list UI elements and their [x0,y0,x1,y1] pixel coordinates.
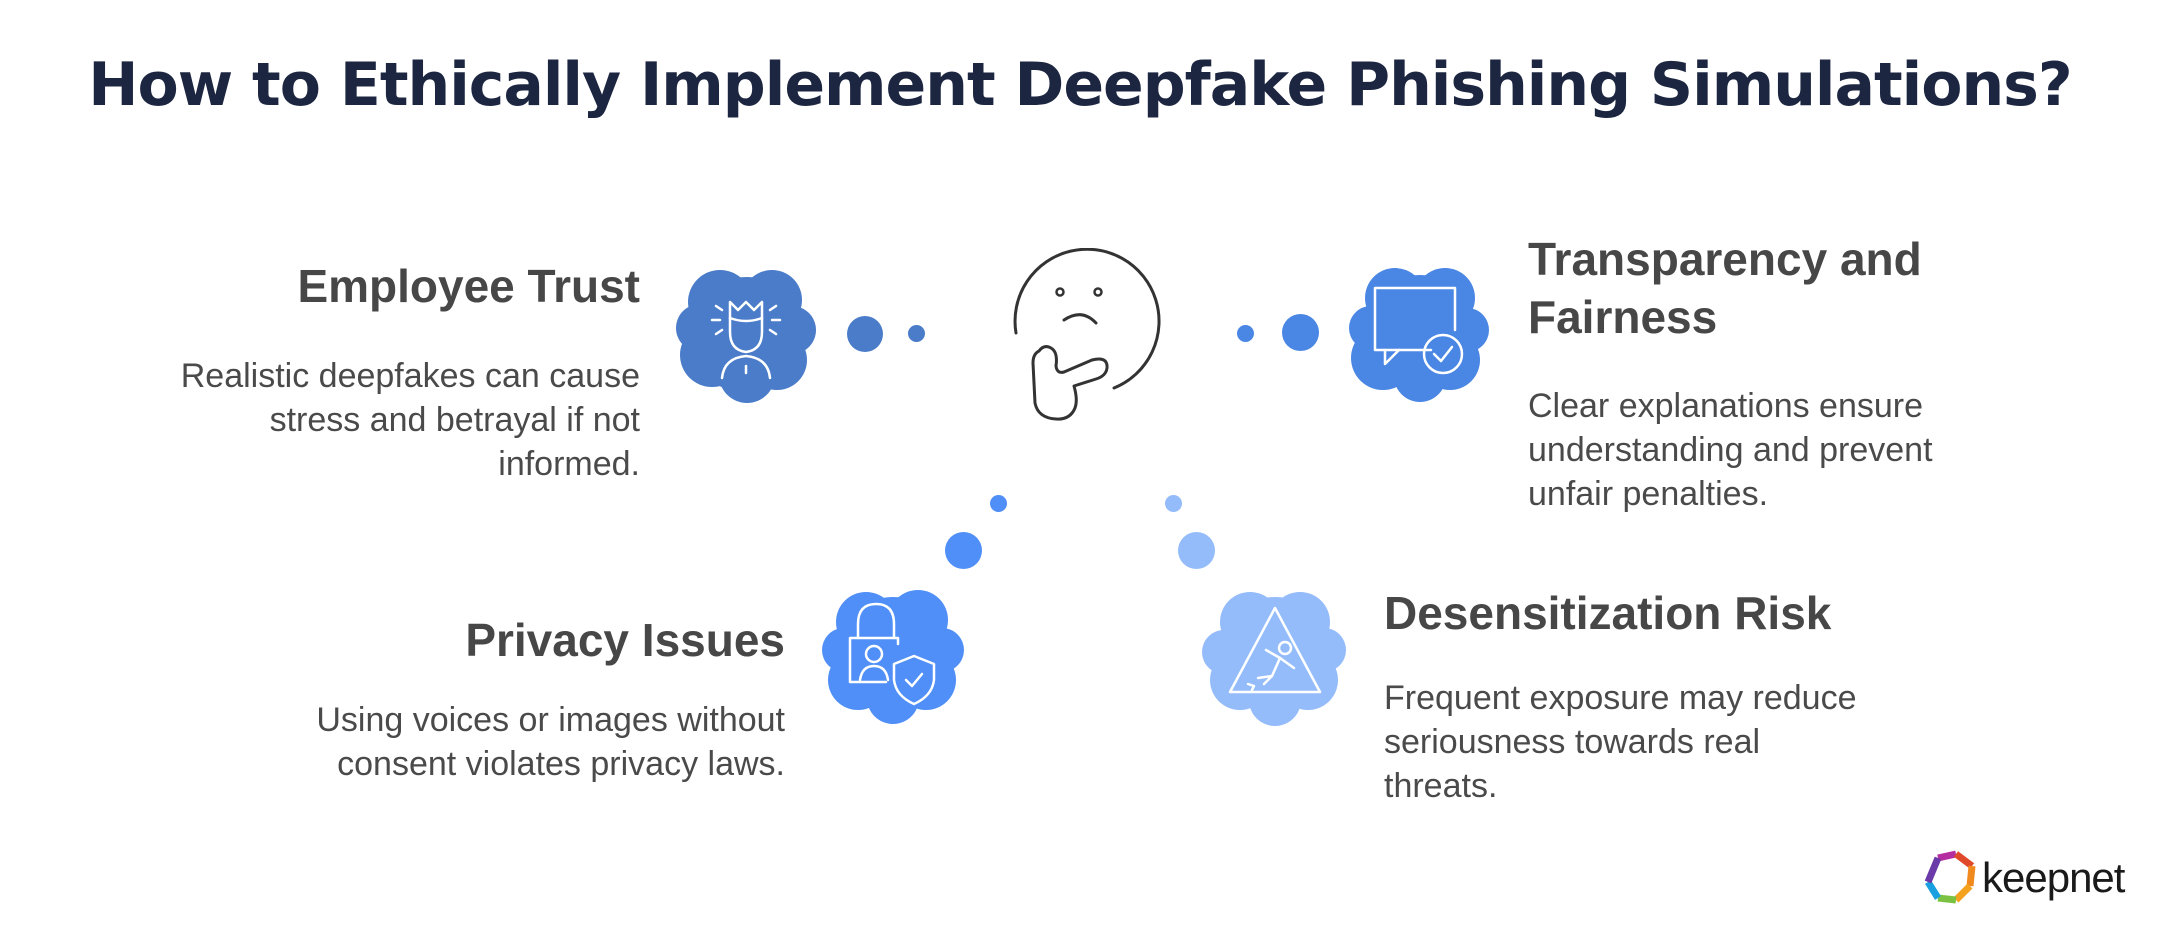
brand-name: keepnet [1982,854,2125,901]
stressed-person-icon [710,300,782,380]
keepnet-logo-icon [1924,850,1976,904]
desc-line: unfair penalties. [1528,475,1769,513]
desensitization-risk-heading: Desensitization Risk [1384,587,1832,639]
connector-dot [990,495,1007,512]
slip-warning-icon [1228,606,1322,694]
desc-line: Frequent exposure may reduce [1384,679,1857,717]
connector-dot [1178,532,1215,569]
desc-line: seriousness towards real [1384,723,1761,761]
employee-trust-heading: Employee Trust [297,260,640,312]
employee-trust-cloud [676,270,816,403]
heading-line: Transparency and [1528,233,1922,285]
desc-line: Using voices or images without [316,701,785,739]
desensitization-risk-cloud [1202,592,1346,726]
heading-line: Fairness [1528,291,1718,343]
desc-line: informed. [498,445,640,483]
connector-dot [1165,495,1182,512]
desc-line: consent violates privacy laws. [337,745,785,783]
connector-dot [1237,325,1254,342]
lock-user-shield-icon [848,602,936,706]
desc-line: Clear explanations ensure [1528,387,1924,425]
desc-line: understanding and prevent [1528,431,1933,469]
connector-dot [847,316,883,352]
page-title: How to Ethically Implement Deepfake Phis… [88,50,2072,120]
privacy-issues-cloud [822,590,964,724]
desc-line: stress and betrayal if not [269,401,640,439]
desensitization-risk-description: Frequent exposure may reduce seriousness… [1384,676,1856,808]
chat-check-icon [1373,286,1464,375]
connector-dot [908,325,925,342]
brand-logo: keepnet [1922,850,2125,906]
connector-dot [945,532,982,569]
transparency-fairness-heading: Transparency and Fairness [1528,230,1922,346]
transparency-fairness-description: Clear explanations ensure understanding … [1528,384,1933,516]
desc-line: Realistic deepfakes can cause [180,357,640,395]
connector-dot [1282,314,1319,351]
desc-line: threats. [1384,767,1498,805]
privacy-issues-description: Using voices or images without consent v… [316,698,785,786]
transparency-fairness-cloud [1349,268,1489,402]
thinking-face-icon [1013,248,1161,421]
employee-trust-description: Realistic deepfakes can cause stress and… [181,354,640,486]
privacy-issues-heading: Privacy Issues [465,614,785,666]
